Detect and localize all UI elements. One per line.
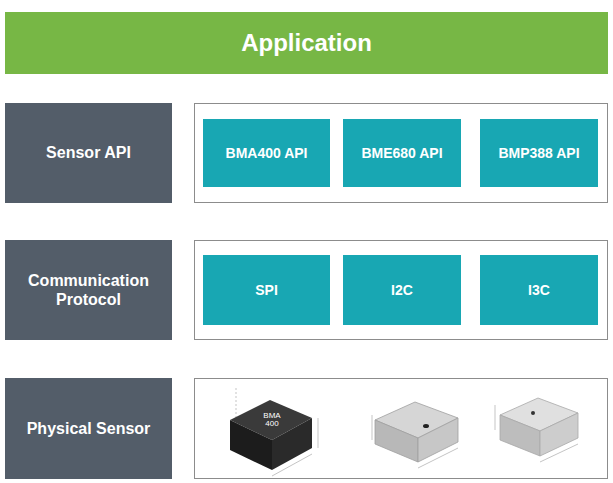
api-box: BME680 API [343,119,461,187]
layer-label: Physical Sensor [5,378,172,479]
protocol-box: I2C [343,255,461,325]
node-label: BMA400 API [226,145,308,162]
node-label: I3C [528,282,550,299]
node-label: Sensor API [46,143,131,162]
protocol-box: I3C [480,255,598,325]
sensor-chip [372,402,458,468]
api-box: BMP388 API [480,119,598,187]
node-label: Physical Sensor [27,419,151,438]
sensor-chip [495,398,578,462]
layer-label: Sensor API [5,103,172,203]
chip-marking: BMA 400 [257,412,287,428]
group-outline [195,104,608,203]
api-box: BMA400 API [203,119,330,187]
node-label: BME680 API [361,145,442,162]
group-outline [195,379,608,479]
node-label: Communication Protocol [13,271,164,309]
node-label: BMP388 API [498,145,579,162]
node-label: Application [241,29,372,58]
node-label: SPI [255,282,278,299]
group-outline [195,241,608,340]
layer-label: Communication Protocol [5,240,172,340]
protocol-box: SPI [203,255,330,325]
application-band: Application [5,12,608,74]
sensor-chip [230,388,318,476]
node-label: I2C [391,282,413,299]
